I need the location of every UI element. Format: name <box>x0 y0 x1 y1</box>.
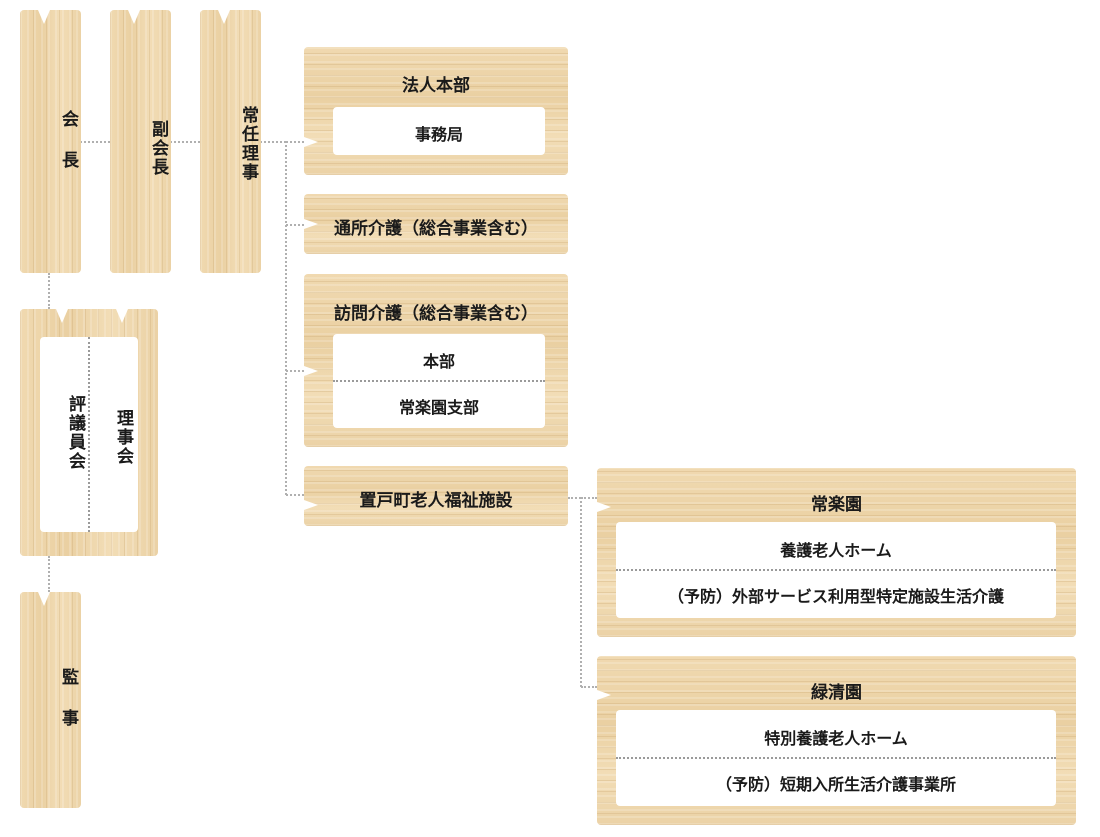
connector-trunk <box>285 141 287 495</box>
wood-notch <box>56 309 68 323</box>
home-care-branch-jorakuen: 常楽園支部 <box>398 398 479 417</box>
jorakuen-title: 常楽園 <box>811 495 862 515</box>
wood-notch <box>38 10 50 24</box>
wood-notch <box>304 219 318 229</box>
day-care-title: 通所介護（総合事業含む） <box>334 219 538 239</box>
executive-director-label: 常任理事 <box>238 106 258 182</box>
vice-chairman-label: 副会長 <box>148 120 168 177</box>
connector-facilities-branch <box>568 497 581 499</box>
wood-notch <box>128 10 140 24</box>
day-care-box: 通所介護（総合事業含む） <box>304 194 568 254</box>
auditor-label: 監事 <box>58 668 78 750</box>
wood-notch <box>218 10 230 24</box>
ryokuseien-service-short-stay: （予防）短期入所生活介護事業所 <box>715 775 956 794</box>
wood-notch <box>116 309 128 323</box>
connector-chairman-boards <box>48 273 50 309</box>
connector-boards-auditor <box>48 556 50 592</box>
hq-box: 法人本部 事務局 <box>304 47 568 175</box>
wood-notch <box>304 366 318 376</box>
jorakuen-box: 常楽園 養護老人ホーム （予防）外部サービス利用型特定施設生活介護 <box>597 468 1076 637</box>
vice-chairman-box: 副会長 <box>110 10 171 273</box>
wood-notch <box>38 592 50 606</box>
wood-notch <box>304 500 318 510</box>
connector-chairman-vice <box>80 141 110 143</box>
ryokuseien-service-special-nursing-home: 特別養護老人ホーム <box>764 729 908 748</box>
home-care-divider <box>333 380 545 382</box>
home-care-branches-panel: 本部 常楽園支部 <box>333 334 545 428</box>
facilities-box: 置戸町老人福祉施設 <box>304 466 568 526</box>
hq-office-panel: 事務局 <box>333 107 545 155</box>
jorakuen-divider <box>616 569 1056 571</box>
hq-office-label: 事務局 <box>414 125 463 144</box>
ryokuseien-box: 緑清園 特別養護老人ホーム （予防）短期入所生活介護事業所 <box>597 656 1076 825</box>
connector-trunk-homecare <box>286 370 304 372</box>
connector-vice-executive <box>170 141 200 143</box>
facilities-title: 置戸町老人福祉施設 <box>359 491 513 511</box>
boards-box: 評議員会 理事会 <box>20 309 158 556</box>
chairman-box: 会長 <box>20 10 81 273</box>
wood-notch <box>597 502 611 512</box>
home-care-branch-hq: 本部 <box>422 352 455 371</box>
executive-director-box: 常任理事 <box>200 10 261 273</box>
ryokuseien-services-panel: 特別養護老人ホーム （予防）短期入所生活介護事業所 <box>616 710 1056 806</box>
connector-executive-trunk <box>260 141 286 143</box>
boards-panel: 評議員会 理事会 <box>40 337 138 532</box>
connector-trunk-facilities <box>286 494 304 496</box>
jorakuen-services-panel: 養護老人ホーム （予防）外部サービス利用型特定施設生活介護 <box>616 522 1056 618</box>
boards-divider <box>88 337 90 532</box>
jorakuen-service-specified-facility: （予防）外部サービス利用型特定施設生活介護 <box>667 587 1004 606</box>
directors-label: 理事会 <box>113 409 133 466</box>
ryokuseien-title: 緑清園 <box>811 683 862 703</box>
chairman-label: 会長 <box>58 110 78 192</box>
jorakuen-service-nursing-home: 養護老人ホーム <box>780 541 892 560</box>
connector-branch-jorakuen <box>581 497 597 499</box>
auditor-box: 監事 <box>20 592 81 808</box>
connector-trunk-daycare <box>286 224 304 226</box>
connector-branch-ryokuseien <box>581 686 597 688</box>
connector-facilities-trunk <box>580 497 582 687</box>
wood-notch <box>304 137 318 147</box>
home-care-title: 訪問介護（総合事業含む） <box>334 304 538 324</box>
councilors-label: 評議員会 <box>65 395 85 471</box>
hq-title: 法人本部 <box>402 76 470 96</box>
connector-trunk-hq <box>286 141 304 143</box>
wood-notch <box>597 690 611 700</box>
home-care-box: 訪問介護（総合事業含む） 本部 常楽園支部 <box>304 274 568 447</box>
ryokuseien-divider <box>616 757 1056 759</box>
